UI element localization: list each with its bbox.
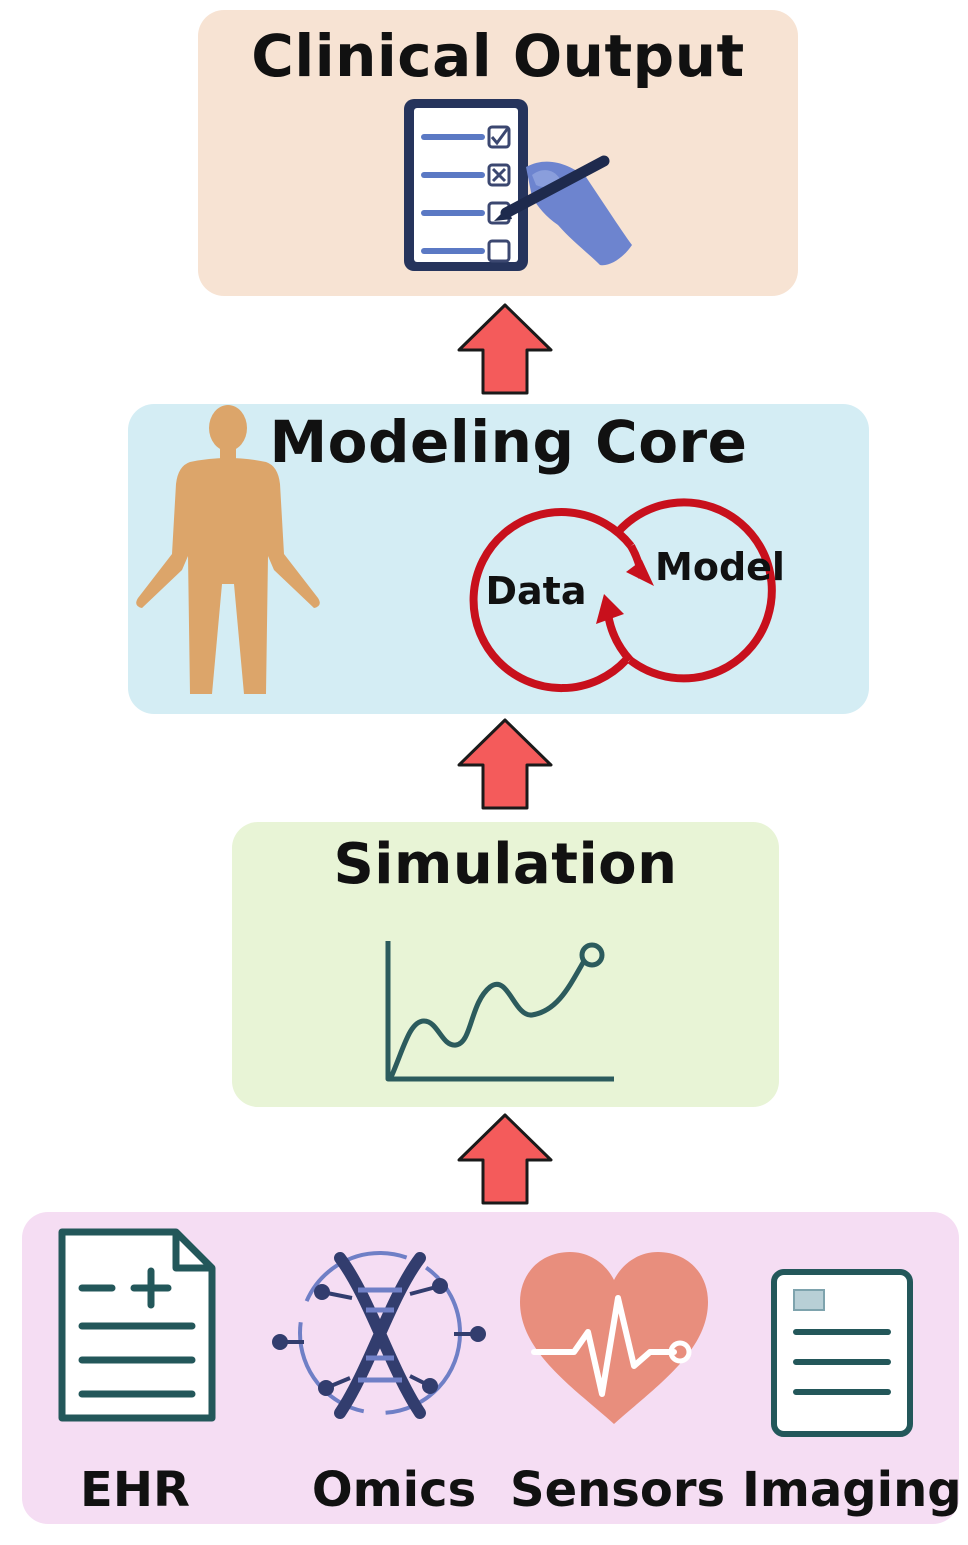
heartbeat-icon [520, 1252, 708, 1424]
imaging-report-icon [771, 1269, 913, 1437]
checklist-clipboard-icon [404, 99, 632, 271]
up-arrow-icon [457, 303, 553, 395]
modeling-core-panel: Modeling Core Data Model [128, 404, 869, 714]
data-sources-panel: EHR Omics Sensors [22, 1212, 962, 1524]
data-model-loop-icon: Data Model [469, 498, 785, 693]
medical-record-icon [58, 1228, 216, 1422]
clinical-output-title: Clinical Output [251, 22, 745, 90]
loop-model-label: Model [655, 545, 785, 589]
omics-label: Omics [311, 1462, 477, 1518]
sensors-label: Sensors [510, 1462, 726, 1518]
modeling-core-title: Modeling Core [269, 408, 748, 476]
simulation-panel: Simulation [232, 822, 779, 1107]
dna-icon [272, 1251, 486, 1419]
imaging-label: Imaging [742, 1462, 962, 1518]
ehr-label: EHR [80, 1462, 190, 1518]
up-arrow-icon [457, 1113, 553, 1205]
clinical-output-panel: Clinical Output [198, 10, 798, 296]
loop-data-label: Data [486, 569, 587, 613]
line-graph-icon [385, 941, 614, 1082]
up-arrow-icon [457, 718, 553, 810]
human-body-icon [136, 405, 320, 694]
simulation-title: Simulation [333, 832, 678, 897]
